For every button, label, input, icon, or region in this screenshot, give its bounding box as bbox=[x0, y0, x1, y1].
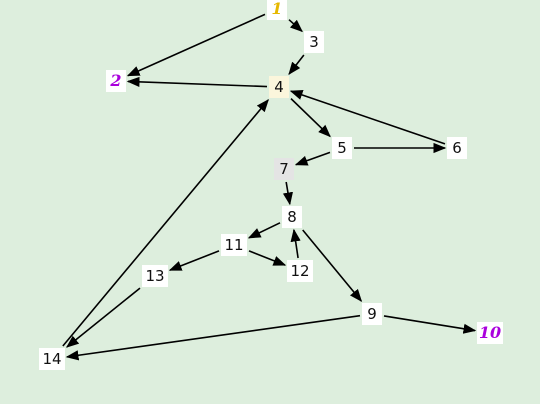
node-11-label: 11 bbox=[224, 236, 243, 254]
edge-11-to-12 bbox=[248, 250, 287, 266]
node-13-label: 13 bbox=[145, 267, 164, 285]
node-4: 4 bbox=[269, 76, 289, 98]
node-3-box bbox=[304, 31, 324, 53]
node-5-label: 5 bbox=[337, 139, 347, 157]
edge-5-to-7 bbox=[294, 151, 331, 166]
node-8: 8 bbox=[282, 206, 302, 228]
edge-1-to-3 bbox=[288, 19, 303, 33]
edge-12-to-8 bbox=[290, 228, 301, 259]
node-12-box bbox=[287, 260, 313, 282]
node-1-box bbox=[267, 0, 287, 20]
node-10-label: 10 bbox=[479, 323, 501, 342]
node-13: 13 bbox=[142, 265, 168, 287]
node-14-label: 14 bbox=[42, 350, 61, 368]
node-14-box bbox=[39, 348, 65, 370]
edge-13-to-14 bbox=[66, 287, 141, 348]
edge-9-to-14 bbox=[65, 314, 361, 361]
edge-6-to-4 bbox=[289, 90, 446, 145]
node-14: 14 bbox=[39, 348, 65, 370]
edges-layer bbox=[62, 13, 477, 361]
node-4-box bbox=[269, 76, 289, 98]
edge-8-to-9 bbox=[302, 229, 363, 302]
node-6-label: 6 bbox=[452, 139, 462, 157]
edge-8-to-11 bbox=[247, 222, 281, 239]
edge-1-to-2 bbox=[126, 13, 266, 77]
edge-3-to-4 bbox=[288, 54, 305, 76]
node-11: 11 bbox=[221, 234, 247, 256]
node-9-label: 9 bbox=[367, 305, 377, 323]
node-3-label: 3 bbox=[309, 33, 319, 51]
node-3: 3 bbox=[304, 31, 324, 53]
node-9-box bbox=[362, 303, 382, 325]
node-8-box bbox=[282, 206, 302, 228]
node-10: 10 bbox=[477, 322, 503, 344]
edge-4-to-2 bbox=[126, 76, 268, 88]
node-5-box bbox=[332, 137, 352, 159]
edge-14-to-4 bbox=[62, 99, 269, 347]
node-6-box bbox=[447, 137, 467, 159]
node-7-box bbox=[274, 158, 294, 180]
node-2: 2 bbox=[106, 70, 126, 92]
edge-7-to-8 bbox=[282, 181, 293, 206]
node-4-label: 4 bbox=[274, 78, 284, 96]
node-6: 6 bbox=[447, 137, 467, 159]
node-10-box bbox=[477, 322, 503, 344]
node-8-label: 8 bbox=[287, 208, 297, 226]
node-2-box bbox=[106, 70, 126, 92]
edge-9-to-10 bbox=[383, 315, 477, 334]
node-7-label: 7 bbox=[279, 160, 289, 178]
node-12: 12 bbox=[287, 260, 313, 282]
node-5: 5 bbox=[332, 137, 352, 159]
node-11-box bbox=[221, 234, 247, 256]
node-2-label: 2 bbox=[109, 71, 121, 90]
edge-11-to-13 bbox=[168, 250, 220, 271]
node-1: 1 bbox=[267, 0, 287, 20]
node-7: 7 bbox=[274, 158, 294, 180]
edge-4-to-5 bbox=[290, 98, 331, 138]
node-12-label: 12 bbox=[290, 262, 309, 280]
node-9: 9 bbox=[362, 303, 382, 325]
node-1-label: 1 bbox=[271, 0, 282, 18]
node-13-box bbox=[142, 265, 168, 287]
